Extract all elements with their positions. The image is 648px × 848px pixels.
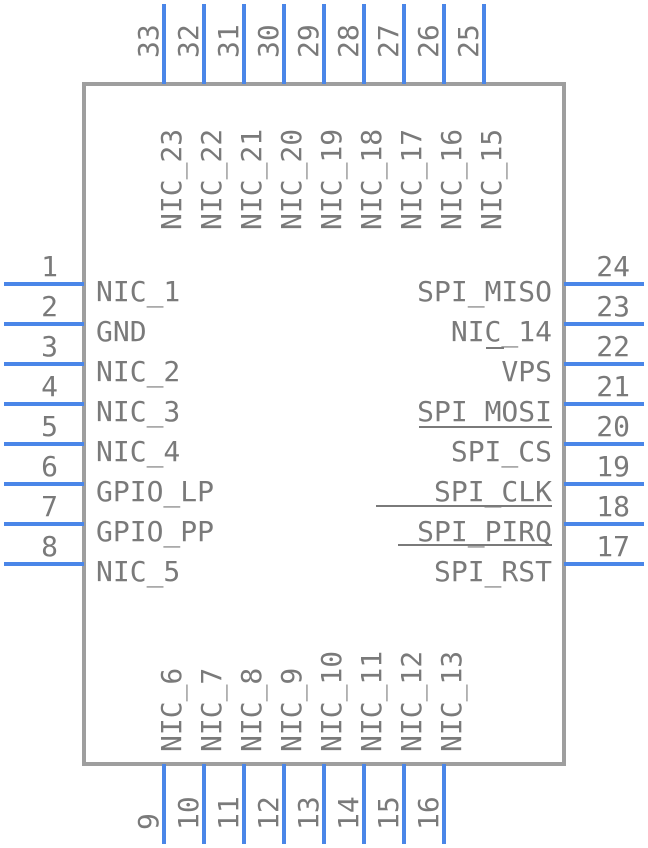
pin-15-number: 15 (372, 796, 405, 830)
pin-6-number: 6 (41, 450, 58, 483)
pin-17-number: 17 (596, 530, 630, 563)
pin-14-label: NIC_11 (355, 651, 389, 752)
pin-31-number: 31 (212, 24, 245, 58)
pin-26-label: NIC_16 (435, 129, 469, 230)
pin-10-number: 10 (172, 796, 205, 830)
pin-24-label: SPI_MISO (417, 275, 552, 309)
pin-8-label: NIC_5 (96, 555, 180, 589)
pin-11-label: NIC_8 (235, 668, 269, 752)
pin-32-number: 32 (172, 24, 205, 58)
pin-23-number: 23 (596, 290, 630, 323)
pin-32-label: NIC_22 (195, 129, 229, 230)
pin-7-label: GPIO_PP (96, 515, 214, 549)
pin-19-number: 19 (596, 450, 630, 483)
pin-29-number: 29 (292, 24, 325, 58)
pin-27-label: NIC_17 (395, 129, 429, 230)
ic-body (82, 82, 566, 766)
pin-9-number: 9 (132, 813, 165, 830)
pin-23-label: NIC_14 (451, 315, 552, 349)
pin-28-label: NIC_18 (355, 129, 389, 230)
pin-5-label: NIC_4 (96, 435, 180, 469)
pin-25-number: 25 (452, 24, 485, 58)
pin-28-number: 28 (332, 24, 365, 58)
pin-2-number: 2 (41, 290, 58, 323)
pin-13-number: 13 (292, 796, 325, 830)
pin-33-label: NIC_23 (155, 129, 189, 230)
pin-7-number: 7 (41, 490, 58, 523)
pin-31-label: NIC_21 (235, 129, 269, 230)
pin-5-number: 5 (41, 410, 58, 443)
pin-18-label: SPI_PIRQ (417, 515, 552, 549)
pin-22-label: VPS (501, 355, 552, 388)
pin-1-number: 1 (41, 250, 58, 283)
pin-11-number: 11 (212, 796, 245, 830)
pin-27-number: 27 (372, 24, 405, 58)
pin-15-label: NIC_12 (395, 651, 429, 752)
pin-20-number: 20 (596, 410, 630, 443)
pin-29-label: NIC_19 (315, 129, 349, 230)
pin-12-number: 12 (252, 796, 285, 830)
pin-17-label: SPI_RST (434, 555, 552, 589)
pin-12-label: NIC_9 (275, 668, 309, 752)
pin-8-number: 8 (41, 530, 58, 563)
pin-20-label: SPI_CS (451, 435, 552, 469)
pin-14-number: 14 (332, 796, 365, 830)
pin-13-label: NIC_10 (315, 651, 349, 752)
overlines-group (376, 347, 552, 546)
pin-9-label: NIC_6 (155, 668, 189, 752)
pin-10-label: NIC_7 (195, 668, 229, 752)
pin-21-label: SPI_MOSI (417, 395, 552, 429)
pin-30-label: NIC_20 (275, 129, 309, 230)
pin-6-label: GPIO_LP (96, 475, 214, 509)
pin-33-number: 33 (132, 24, 165, 58)
pin-26-number: 26 (412, 24, 445, 58)
pin-19-label: SPI_CLK (434, 475, 552, 509)
pin-24-number: 24 (596, 250, 630, 283)
pin-16-number: 16 (412, 796, 445, 830)
pin-3-label: NIC_2 (96, 355, 180, 389)
pin-4-label: NIC_3 (96, 395, 180, 429)
pin-4-number: 4 (41, 370, 58, 403)
pin-3-number: 3 (41, 330, 58, 363)
pin-16-label: NIC_13 (435, 651, 469, 752)
pin-18-number: 18 (596, 490, 630, 523)
pin-30-number: 30 (252, 24, 285, 58)
pin-2-label: GND (96, 315, 147, 348)
pin-22-number: 22 (596, 330, 630, 363)
pins-group (4, 4, 644, 844)
labels-group: 1NIC_12GND3NIC_24NIC_35NIC_46GPIO_LP7GPI… (41, 24, 630, 830)
pin-25-label: NIC_15 (475, 129, 509, 230)
pin-1-label: NIC_1 (96, 275, 180, 309)
pin-21-number: 21 (596, 370, 630, 403)
